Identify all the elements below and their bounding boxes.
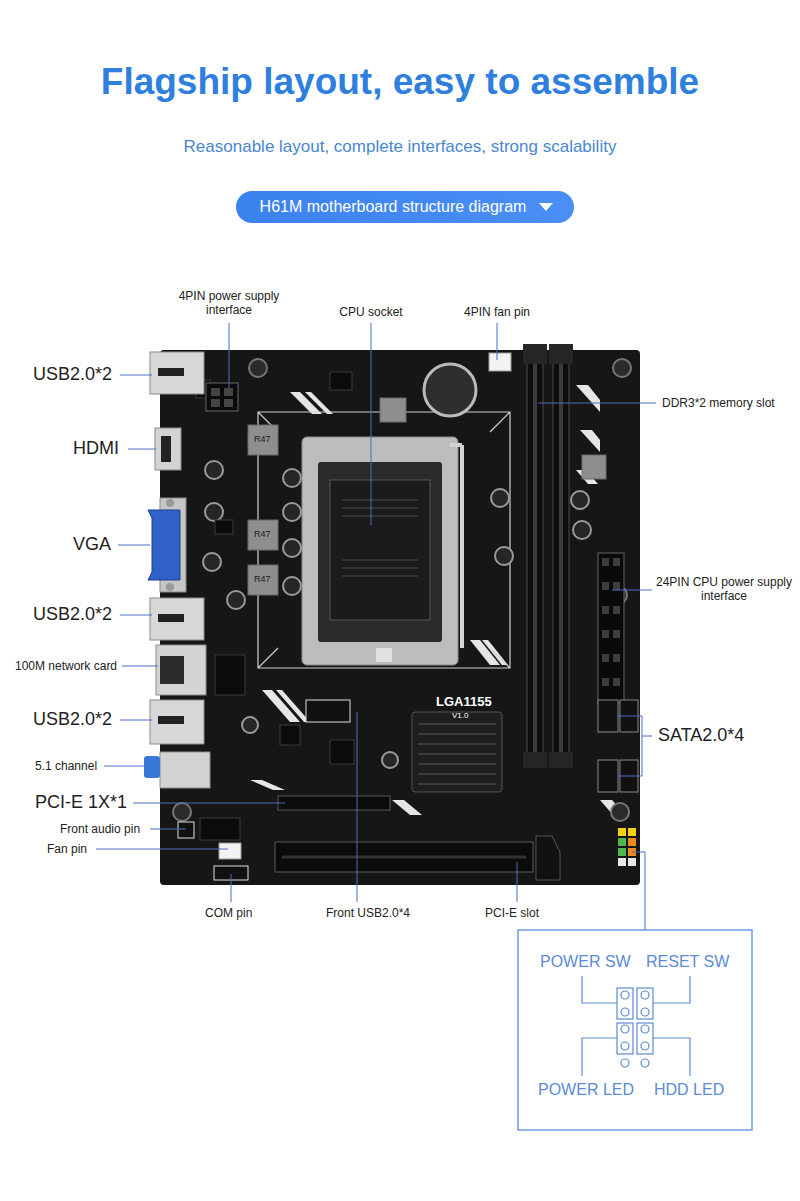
pcie-x16-groove [282,856,526,859]
callout-label: DDR3*2 memory slot [662,396,775,410]
pin-label: POWER LED [538,1080,634,1099]
socket-hinge [376,648,392,662]
cpu-socket-cover [318,462,442,642]
callout-label: PCI-E slot [485,906,539,920]
pin-label: POWER SW [540,952,631,971]
pcie-x1-slot [278,796,390,810]
callout-label: USB2.0*2 [33,364,112,386]
pcie-x16-slot [275,842,533,872]
callout-label: CPU socket [321,305,421,319]
mount-holes [173,359,631,821]
chips [196,372,354,840]
callout-label: COM pin [205,906,252,920]
sys-fan-header [219,843,241,859]
callout-label: 100M network card [15,659,117,673]
sata-ports [598,700,638,792]
rear-io [144,352,210,788]
callout-label: USB2.0*2 [33,709,112,731]
atx-4pin-connector [206,383,238,411]
callout-label: Fan pin [47,842,87,856]
silkscreen-text: LGA1155 [436,694,492,710]
subtitle: Reasonable layout, complete interfaces, … [0,137,800,157]
callout-label: USB2.0*2 [33,604,112,626]
cpu-fan-header [489,353,511,371]
heatsink-fins [418,724,496,784]
callout-label: 5.1 channel [35,759,97,773]
dropdown-triangle-shape [539,203,553,211]
cmos-battery [424,364,476,416]
atx-4pin-pins [211,388,233,407]
callout-label: 24PIN CPU power supply interface [654,575,794,604]
silkscreen-text: R47 [254,529,271,540]
pin-label: HDD LED [654,1080,724,1099]
socket-lever [450,445,462,648]
silkscreen-text: V1.0 [452,711,468,721]
pinout-inset: POWER SW RESET SW POWER LED HDD LED [518,930,752,1130]
pcie-latch [536,836,560,880]
inductors [248,398,606,595]
chipset-heatsink [412,712,502,792]
cpu-socket-frame [302,437,458,665]
dropdown-triangle [538,202,554,212]
callout-label: PCI-E 1X*1 [35,792,127,814]
atx-24pin-pins [602,558,620,686]
callout-label: SATA2.0*4 [658,725,744,747]
silkscreen-text: R47 [254,434,271,445]
leader-lines [96,323,656,930]
cpu-socket-plate [330,480,430,620]
callout-label: 4PIN fan pin [447,305,547,319]
pcb [160,350,640,885]
front-usb-header [306,700,350,722]
callout-label: HDMI [73,438,119,460]
pin-label: RESET SW [646,952,729,971]
callout-label: Front audio pin [60,822,140,836]
socket-cover-print [342,500,418,576]
front-panel-pinout [518,930,752,1130]
silkscreen-text: R47 [254,574,271,585]
socket-outline [258,412,510,668]
front-audio-header [178,822,194,838]
header-pill: H61M motherboard structure diagram [236,191,575,223]
front-panel-header [618,828,636,866]
page-title: Flagship layout, easy to assemble [0,60,800,104]
callout-label: 4PIN power supply interface [169,289,289,318]
pill-text: H61M motherboard structure diagram [260,198,527,216]
callout-label: VGA [73,534,111,556]
callout-label: Front USB2.0*4 [326,906,410,920]
atx-24pin-connector [598,553,624,703]
dimm-slots [523,344,573,768]
